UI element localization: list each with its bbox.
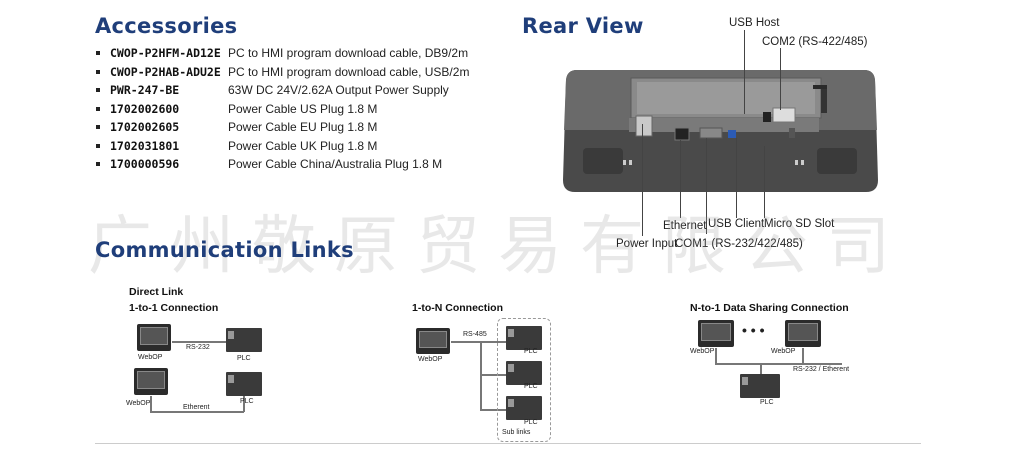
com2-label: COM2 (RS-422/485) [762,36,868,48]
accessories-heading: Accessories [95,14,238,38]
accessories-list: CWOP-P2HFM-AD12E PC to HMI program downlo… [96,44,496,174]
webop-label: WebOP [690,348,715,355]
plc-unit [226,372,262,396]
plc-label: PLC [240,398,254,405]
webop-monitor [137,324,171,351]
accessory-code: 1702002600 [110,101,180,116]
webop-label: WebOP [126,400,151,407]
plc-label: PLC [760,399,774,406]
webop-drop-wire [715,348,717,364]
accessory-description: PC to HMI program download cable, DB9/2m [228,46,469,61]
rs232-label: RS-232 [186,344,210,351]
communication-links-heading: Communication Links [95,238,354,262]
accessory-code: CWOP-P2HAB-ADU2E [110,64,221,79]
accessory-description: Power Cable China/Australia Plug 1.8 M [228,157,443,172]
n-to-one-title: N-to-1 Data Sharing Connection [690,302,849,314]
accessory-code: 1700000596 [110,157,180,172]
one-to-n-title: 1-to-N Connection [412,302,503,314]
bullet-icon [96,69,100,74]
micro-sd-label: Micro SD Slot [764,218,835,230]
branch-wire [480,409,506,411]
accessory-description: Power Cable UK Plug 1.8 M [228,138,378,153]
plc-label: PLC [524,419,538,426]
accessory-code: PWR-247-BE [110,83,180,98]
plc-unit [506,361,542,385]
webop-monitor [134,368,168,395]
rear-view-heading: Rear View [522,14,644,38]
direct-link-title: Direct Link [129,286,184,298]
bus-wire [480,342,482,410]
accessory-item: 1702002600 Power Cable US Plug 1.8 M [96,100,496,119]
accessory-item: 1702031801 Power Cable UK Plug 1.8 M [96,137,496,156]
webop-label: WebOP [771,348,796,355]
footer-divider [95,443,921,444]
one-to-one-title: 1-to-1 Connection [129,302,219,314]
com1-label: COM1 (RS-232/422/485) [675,238,803,250]
webop-monitor [416,328,450,354]
usb-client-label: USB Client [708,218,765,230]
branch-wire [480,374,506,376]
rs232-wire [172,341,226,343]
webop-label: WebOP [138,354,163,361]
bullet-icon [96,162,100,167]
bullet-icon [96,143,100,148]
accessory-code: 1702031801 [110,138,180,153]
plc-drop-wire [760,363,762,377]
rs485-label: RS-485 [463,331,487,338]
webop-monitor [698,320,734,347]
accessory-description: PC to HMI program download cable, USB/2m [228,64,470,79]
accessory-description: Power Cable EU Plug 1.8 M [228,120,378,135]
bullet-icon [96,88,100,93]
bus-label: RS-232 / Etherent [793,366,850,373]
more-units-dots: • • • [742,322,765,338]
plc-unit [226,328,262,352]
plc-label: PLC [237,355,251,362]
ethernet-wire [150,396,152,412]
ethernet-wire [150,411,244,413]
ethernet-wire [243,396,245,412]
webop-label: WebOP [418,356,443,363]
accessory-description: Power Cable US Plug 1.8 M [228,101,378,116]
usb-host-label: USB Host [729,17,780,29]
accessory-item: PWR-247-BE 63W DC 24V/2.62A Output Power … [96,81,496,100]
shared-bus-wire [715,363,842,365]
accessory-description: 63W DC 24V/2.62A Output Power Supply [228,83,449,98]
plc-label: PLC [524,348,538,355]
accessory-code: 1702002605 [110,120,180,135]
bullet-icon [96,51,100,56]
accessory-item: CWOP-P2HFM-AD12E PC to HMI program downlo… [96,44,496,63]
plc-unit [506,326,542,350]
accessory-item: CWOP-P2HAB-ADU2E PC to HMI program downlo… [96,63,496,82]
power-input-label: Power Input [616,238,678,250]
sub-links-box [497,318,551,442]
webop-monitor [785,320,821,347]
ethernet-label: Ethernet [663,220,707,232]
sub-links-label: Sub links [502,429,531,436]
plc-unit [740,374,780,398]
bullet-icon [96,106,100,111]
accessory-item: 1702002605 Power Cable EU Plug 1.8 M [96,118,496,137]
webop-drop-wire [802,348,804,364]
plc-label: PLC [524,383,538,390]
rear-panel-image [563,70,878,192]
accessory-code: CWOP-P2HFM-AD12E [110,46,221,61]
accessory-item: 1700000596 Power Cable China/Australia Pl… [96,155,496,174]
plc-unit [506,396,542,420]
rs485-wire [451,341,507,343]
etherent-label: Etherent [183,404,210,411]
bullet-icon [96,125,100,130]
